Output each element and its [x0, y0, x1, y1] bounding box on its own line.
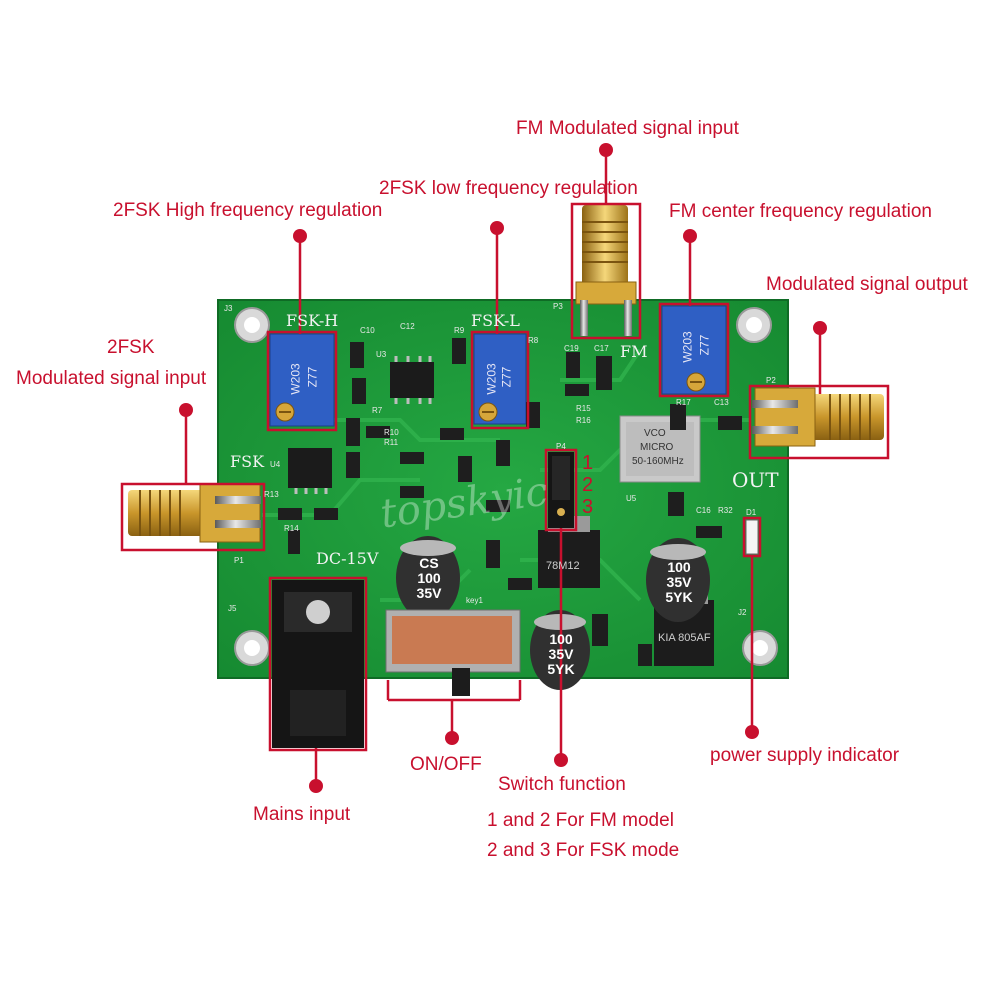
silk-fsk-l: FSK-L: [471, 311, 520, 330]
pin-2: 2: [582, 474, 594, 496]
vco-text-2: MICRO: [640, 442, 674, 453]
ref-c16: C16: [696, 506, 711, 515]
pin-1: 1: [582, 452, 594, 474]
ref-j2: J2: [738, 608, 747, 617]
vco-text-3: 50-160MHz: [632, 456, 684, 467]
sma-connector-output: [752, 387, 884, 447]
ref-r10: R10: [384, 428, 399, 437]
pin-3: 3: [582, 496, 594, 518]
pot-code-h: W203: [288, 363, 303, 395]
pot-code-fm2: Z77: [697, 334, 712, 356]
jumper-header: [548, 452, 574, 528]
ref-c13: C13: [714, 398, 729, 407]
ref-u4: U4: [270, 460, 281, 469]
pot-code-fm: W203: [680, 331, 695, 363]
callout-fsk-input-1: 2FSK: [107, 337, 155, 358]
ref-r7: R7: [372, 406, 383, 415]
sma-connector-fm-input: [575, 205, 637, 336]
sma-connector-fsk-input: [128, 483, 261, 543]
silk-fsk-h: FSK-H: [286, 311, 339, 330]
callout-fm-center: FM center frequency regulation: [669, 201, 932, 222]
callout-dots: [179, 143, 827, 793]
ref-p4: P4: [556, 442, 566, 451]
reg2-text: KIA 805AF: [658, 632, 711, 644]
ref-r9: R9: [454, 326, 465, 335]
ref-p2: P2: [766, 376, 776, 385]
cap-bottom-text: 100 35V 5YK: [547, 631, 575, 677]
vco-text-1: VCO: [644, 428, 666, 439]
ref-r13: R13: [264, 490, 279, 499]
silk-key: key1: [466, 596, 483, 605]
ref-p1: P1: [234, 556, 244, 565]
ref-j3: J3: [224, 304, 233, 313]
capacitor-left: [396, 536, 460, 620]
ref-r11: R11: [384, 438, 399, 447]
callout-boxes: [120, 202, 890, 752]
callout-fsk-low: 2FSK low frequency regulation: [379, 178, 638, 199]
callout-power-indicator: power supply indicator: [710, 745, 900, 766]
ref-r16: R16: [576, 416, 591, 425]
ref-u3: U3: [376, 350, 387, 359]
silk-fm: FM: [620, 342, 648, 361]
cap-left-text: CS 100 35V: [416, 555, 442, 601]
ic-u3: [390, 362, 434, 398]
cap-right-text: 100 35V 5YK: [665, 559, 693, 605]
pot-code-l: W203: [484, 363, 499, 395]
slide-switch: [385, 609, 521, 696]
callout-mains: Mains input: [253, 804, 351, 825]
pot-code-l2: Z77: [499, 366, 514, 388]
ref-r15: R15: [576, 404, 591, 413]
callout-fm-input: FM Modulated signal input: [516, 118, 739, 139]
silk-fsk: FSK: [230, 452, 265, 471]
potentiometer-fsk-h: [269, 333, 335, 427]
reg1-text: 78M12: [546, 560, 580, 572]
callout-fsk-input-2: Modulated signal input: [16, 368, 207, 389]
ref-c12: C12: [400, 322, 415, 331]
ref-r14: R14: [284, 524, 299, 533]
ref-c17: C17: [594, 344, 609, 353]
pot-code-h2: Z77: [305, 366, 320, 388]
ref-u5: U5: [626, 494, 637, 503]
callout-on-off: ON/OFF: [410, 754, 482, 775]
ref-r17: R17: [676, 398, 691, 407]
ref-j5: J5: [228, 604, 237, 613]
callout-switch-function: Switch function: [498, 774, 626, 795]
ref-d1: D1: [746, 508, 757, 517]
callout-switch-fm: 1 and 2 For FM model: [487, 810, 674, 831]
ref-r32: R32: [718, 506, 733, 515]
vco-module: [619, 415, 701, 483]
power-led: [745, 519, 759, 555]
potentiometer-fm-center: [661, 305, 727, 395]
capacitor-right: [646, 538, 710, 622]
potentiometer-fsk-l: [473, 333, 527, 425]
regulator-78m12: [538, 530, 600, 588]
callout-mod-output: Modulated signal output: [766, 274, 968, 295]
callout-switch-fsk: 2 and 3 For FSK mode: [487, 840, 680, 861]
ref-p3: P3: [553, 302, 563, 311]
silk-out: OUT: [732, 468, 779, 492]
ref-c19: C19: [564, 344, 579, 353]
silk-dc: DC-15V: [316, 549, 379, 568]
ref-c10: C10: [360, 326, 375, 335]
ic-u4: [288, 448, 332, 488]
ref-r8: R8: [528, 336, 539, 345]
callout-lines: [184, 152, 822, 786]
callout-fsk-high: 2FSK High frequency regulation: [113, 200, 383, 221]
dc-power-jack: [272, 580, 364, 748]
